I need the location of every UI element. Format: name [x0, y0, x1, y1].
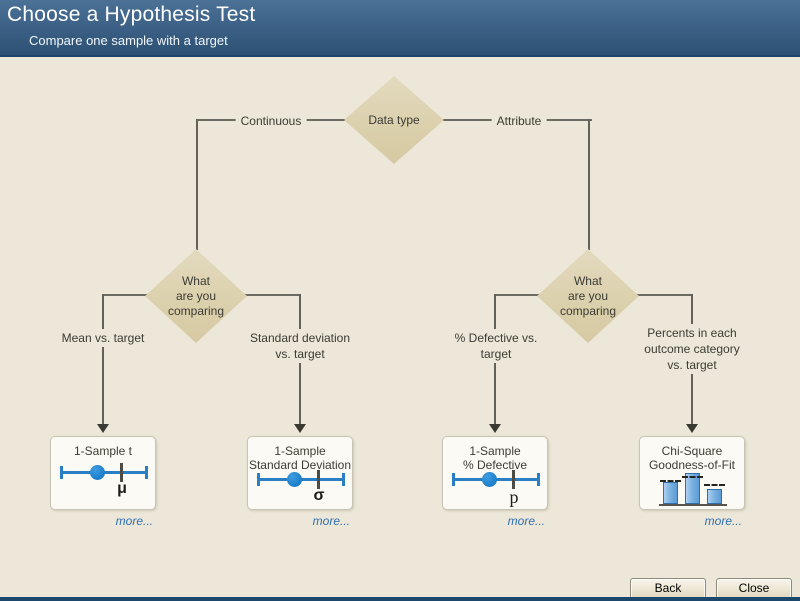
branch-label-defective: % Defective vs. target: [449, 329, 543, 363]
more-link-1-sample-t[interactable]: more...: [115, 514, 153, 528]
page-subtitle: Compare one sample with a target: [29, 33, 228, 48]
bar: [707, 489, 722, 504]
plot-endcap: [537, 473, 540, 486]
one-sample-stdev-plot-icon: σ: [257, 470, 345, 504]
test-card-chi-square-gof[interactable]: Chi-Square Goodness-of-Fit: [639, 436, 745, 510]
test-card-1-sample-defective[interactable]: 1-Sample % Defective p: [442, 436, 548, 510]
target-dash: [704, 484, 725, 486]
plot-endcap: [60, 466, 63, 479]
connector-drop-left: [196, 119, 198, 250]
branch-label-mean: Mean vs. target: [56, 329, 150, 347]
test-card-1-sample-t[interactable]: 1-Sample t μ: [50, 436, 156, 510]
page-title: Choose a Hypothesis Test: [7, 3, 256, 26]
branch-label-percents: Percents in each outcome category vs. ta…: [639, 324, 745, 374]
decision-diamond-comparing-right: What are you comparing: [537, 249, 639, 343]
target-tick: [512, 470, 515, 489]
bar: [685, 473, 700, 504]
parameter-symbol: σ: [313, 487, 325, 504]
arrowhead-percents: [686, 424, 698, 433]
branch-label-attribute: Attribute: [491, 112, 547, 130]
decision-diamond-data-type: Data type: [344, 76, 444, 164]
back-button[interactable]: Back: [630, 578, 706, 599]
test-card-1-sample-stdev[interactable]: 1-Sample Standard Deviation σ: [247, 436, 353, 510]
connector-mean-v: [102, 294, 104, 424]
close-button[interactable]: Close: [716, 578, 792, 599]
arrowhead-defective: [489, 424, 501, 433]
card-title: 1-Sample t: [73, 444, 133, 458]
connector-drop-right: [588, 119, 590, 250]
card-title: Chi-Square Goodness-of-Fit: [648, 444, 736, 472]
sample-point-dot: [90, 465, 105, 480]
one-sample-proportion-plot-icon: p: [452, 470, 540, 507]
decision-diamond-comparing-left: What are you comparing: [145, 249, 247, 343]
branch-label-stdev: Standard deviation vs. target: [244, 329, 356, 363]
more-link-1-sample-defective[interactable]: more...: [507, 514, 545, 528]
more-link-1-sample-stdev[interactable]: more...: [312, 514, 350, 528]
plot-endcap: [452, 473, 455, 486]
target-tick: [317, 470, 320, 489]
connector-mean-h: [102, 294, 148, 296]
parameter-symbol: μ: [117, 480, 127, 497]
target-dash: [660, 480, 681, 482]
arrowhead-mean: [97, 424, 109, 433]
card-title: 1-Sample Standard Deviation: [248, 444, 352, 472]
target-tick: [120, 463, 123, 482]
plot-endcap: [342, 473, 345, 486]
sample-point-dot: [482, 472, 497, 487]
diamond-label: What are you comparing: [167, 273, 225, 318]
branch-label-continuous: Continuous: [235, 112, 307, 130]
parameter-symbol: p: [509, 487, 519, 507]
bar-baseline: [659, 504, 727, 506]
arrowhead-stdev: [294, 424, 306, 433]
more-link-chi-square-gof[interactable]: more...: [704, 514, 742, 528]
connector-defective-h: [494, 294, 539, 296]
connector-stdev-h: [245, 294, 301, 296]
sample-point-dot: [287, 472, 302, 487]
plot-endcap: [145, 466, 148, 479]
target-dash: [682, 476, 703, 478]
dialog-header: Choose a Hypothesis Test Compare one sam…: [0, 0, 800, 57]
diamond-label: Data type: [368, 112, 420, 127]
one-sample-mean-plot-icon: μ: [60, 463, 148, 497]
bar: [663, 482, 678, 504]
diamond-label: What are you comparing: [559, 273, 617, 318]
bar-chart-with-targets-icon: [659, 464, 727, 506]
connector-percents-h: [637, 294, 693, 296]
card-title: 1-Sample % Defective: [462, 444, 528, 472]
plot-endcap: [257, 473, 260, 486]
window-bottom-border: [0, 597, 800, 601]
